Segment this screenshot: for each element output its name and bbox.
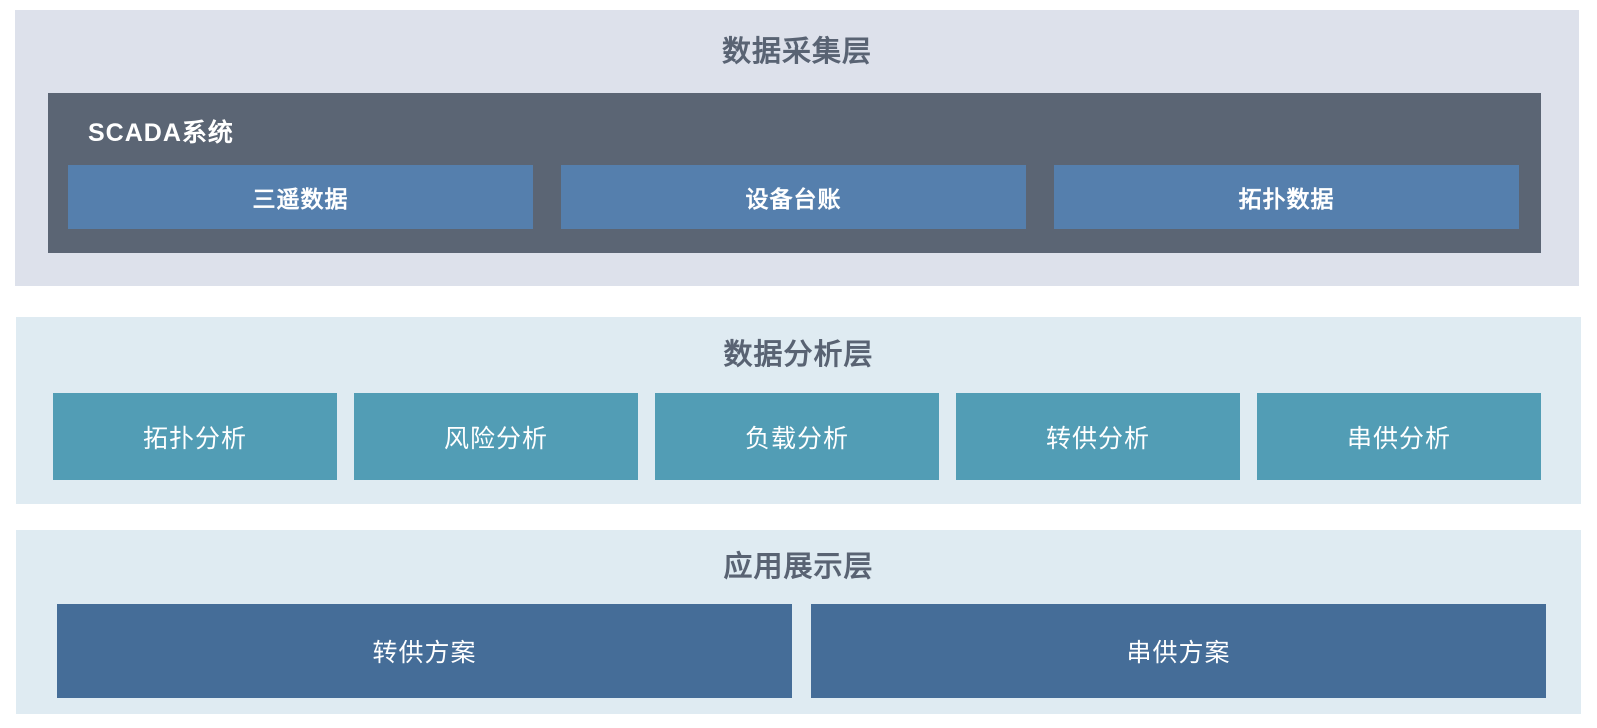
analysis-boxes-row: 拓扑分析 风险分析 负载分析 转供分析 串供分析: [16, 393, 1581, 480]
risk-analysis-box: 风险分析: [354, 393, 638, 480]
cascade-supply-plan-box: 串供方案: [811, 604, 1546, 698]
transfer-supply-plan-box: 转供方案: [57, 604, 792, 698]
data-analysis-layer: 数据分析层 拓扑分析 风险分析 负载分析 转供分析 串供分析: [16, 317, 1581, 504]
scada-system-container: SCADA系统 三遥数据 设备台账 拓扑数据: [48, 93, 1541, 253]
application-display-layer: 应用展示层 转供方案 串供方案: [16, 530, 1581, 714]
cascade-supply-analysis-box: 串供分析: [1257, 393, 1541, 480]
load-analysis-box: 负载分析: [655, 393, 939, 480]
data-collection-layer-title: 数据采集层: [721, 36, 872, 68]
data-collection-layer: 数据采集层 SCADA系统 三遥数据 设备台账 拓扑数据: [15, 10, 1579, 286]
scada-system-label: SCADA系统: [88, 119, 234, 147]
data-analysis-layer-title: 数据分析层: [723, 339, 874, 371]
telemetry-data-box: 三遥数据: [68, 165, 533, 229]
application-display-layer-title: 应用展示层: [723, 551, 874, 583]
display-boxes-row: 转供方案 串供方案: [16, 604, 1581, 698]
topology-analysis-box: 拓扑分析: [53, 393, 337, 480]
equipment-ledger-box: 设备台账: [561, 165, 1026, 229]
scada-boxes-row: 三遥数据 设备台账 拓扑数据: [48, 149, 1541, 229]
transfer-supply-analysis-box: 转供分析: [956, 393, 1240, 480]
topology-data-box: 拓扑数据: [1054, 165, 1519, 229]
